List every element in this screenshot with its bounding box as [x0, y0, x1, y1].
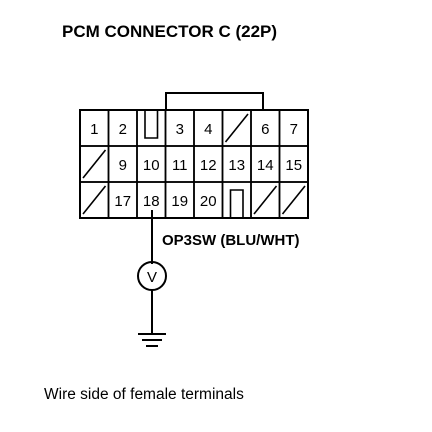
terminal-label: 10 — [143, 157, 160, 174]
empty-cavity — [250, 181, 281, 219]
empty-cavity — [79, 181, 110, 219]
empty-cavity — [278, 181, 309, 219]
terminal-13: 13 — [221, 145, 252, 183]
terminal-label: 9 — [119, 157, 127, 174]
terminal-3: 3 — [164, 109, 195, 147]
terminal-12: 12 — [193, 145, 224, 183]
terminal-4: 4 — [193, 109, 224, 147]
wire-label: OP3SW (BLU/WHT) — [162, 232, 299, 249]
terminal-9: 9 — [107, 145, 138, 183]
voltmeter-symbol: V — [147, 269, 157, 286]
terminal-label: 15 — [285, 157, 302, 174]
terminal-label: 12 — [200, 157, 217, 174]
terminal-label: 14 — [257, 157, 274, 174]
terminal-label: 11 — [172, 157, 188, 174]
connector-lock-tab — [165, 92, 264, 110]
terminal-14: 14 — [250, 145, 281, 183]
terminal-17: 17 — [107, 181, 138, 219]
empty-cavity — [79, 145, 110, 183]
empty-cavity — [221, 109, 252, 147]
terminal-11: 11 — [164, 145, 195, 183]
caption: Wire side of female terminals — [44, 386, 244, 403]
ground-icon — [138, 333, 166, 347]
terminal-label: 2 — [119, 121, 127, 138]
terminal-label: 4 — [204, 121, 212, 138]
terminal-1: 1 — [79, 109, 110, 147]
terminal-label: 19 — [171, 193, 188, 210]
terminal-label: 6 — [261, 121, 269, 138]
terminal-15: 15 — [278, 145, 309, 183]
terminal-label: 20 — [200, 193, 217, 210]
terminal-20: 20 — [193, 181, 224, 219]
terminal-19: 19 — [164, 181, 195, 219]
terminal-label: 1 — [90, 121, 98, 138]
terminal-label: 13 — [228, 157, 245, 174]
terminal-label: 7 — [290, 121, 298, 138]
terminal-10: 10 — [136, 145, 167, 183]
keyway-slot — [136, 110, 167, 147]
terminal-label: 17 — [114, 193, 131, 210]
terminal-2: 2 — [107, 109, 138, 147]
terminal-label: 18 — [143, 193, 160, 210]
diagram-title: PCM CONNECTOR C (22P) — [62, 22, 277, 41]
keyway-slot — [221, 181, 252, 218]
terminal-label: 3 — [176, 121, 184, 138]
terminal-7: 7 — [278, 109, 309, 147]
terminal-6: 6 — [250, 109, 281, 147]
